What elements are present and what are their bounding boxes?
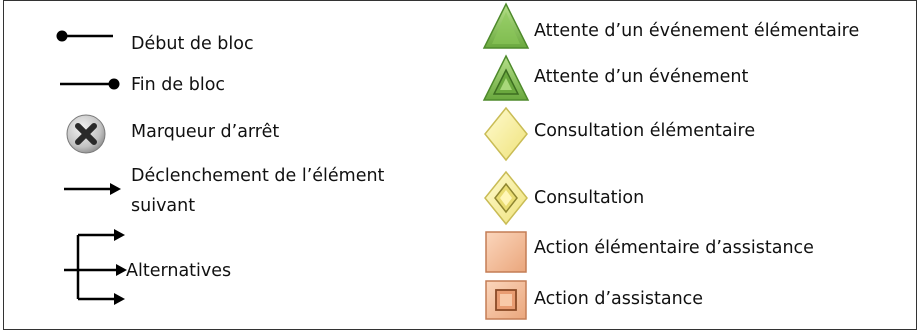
block-end-icon [60,78,120,90]
block-start-icon [56,30,113,42]
legend-label-trigger-line2: suivant [131,196,196,216]
legend-label-elementary-event-wait: Attente d’un événement élémentaire [534,21,860,41]
legend-label-elementary-consultation: Consultation élémentaire [534,121,756,141]
arrow-right-icon [64,183,121,195]
legend-label-block-start: Début de bloc [131,34,254,54]
legend-label-alternatives: Alternatives [126,261,232,281]
legend-label-trigger-line1: Déclenchement de l’élément [131,166,385,186]
yellow-diamond-framed-icon [484,170,528,226]
legend-label-stop-marker: Marqueur d’arrêt [131,122,280,142]
green-triangle-icon [482,2,530,49]
legend-label-elementary-assistance-action: Action élémentaire d’assistance [534,238,814,258]
alternatives-icon [64,229,127,305]
legend-label-block-end: Fin de bloc [131,75,226,95]
legend-label-assistance-action: Action d’assistance [534,289,704,309]
legend-label-consultation: Consultation [534,188,645,208]
legend-label-event-wait: Attente d’un événement [534,67,749,87]
orange-square-framed-icon [485,280,527,320]
orange-square-icon [485,231,527,273]
green-triangle-framed-icon [482,54,530,101]
yellow-diamond-icon [484,106,528,162]
stop-marker-icon [66,114,106,154]
